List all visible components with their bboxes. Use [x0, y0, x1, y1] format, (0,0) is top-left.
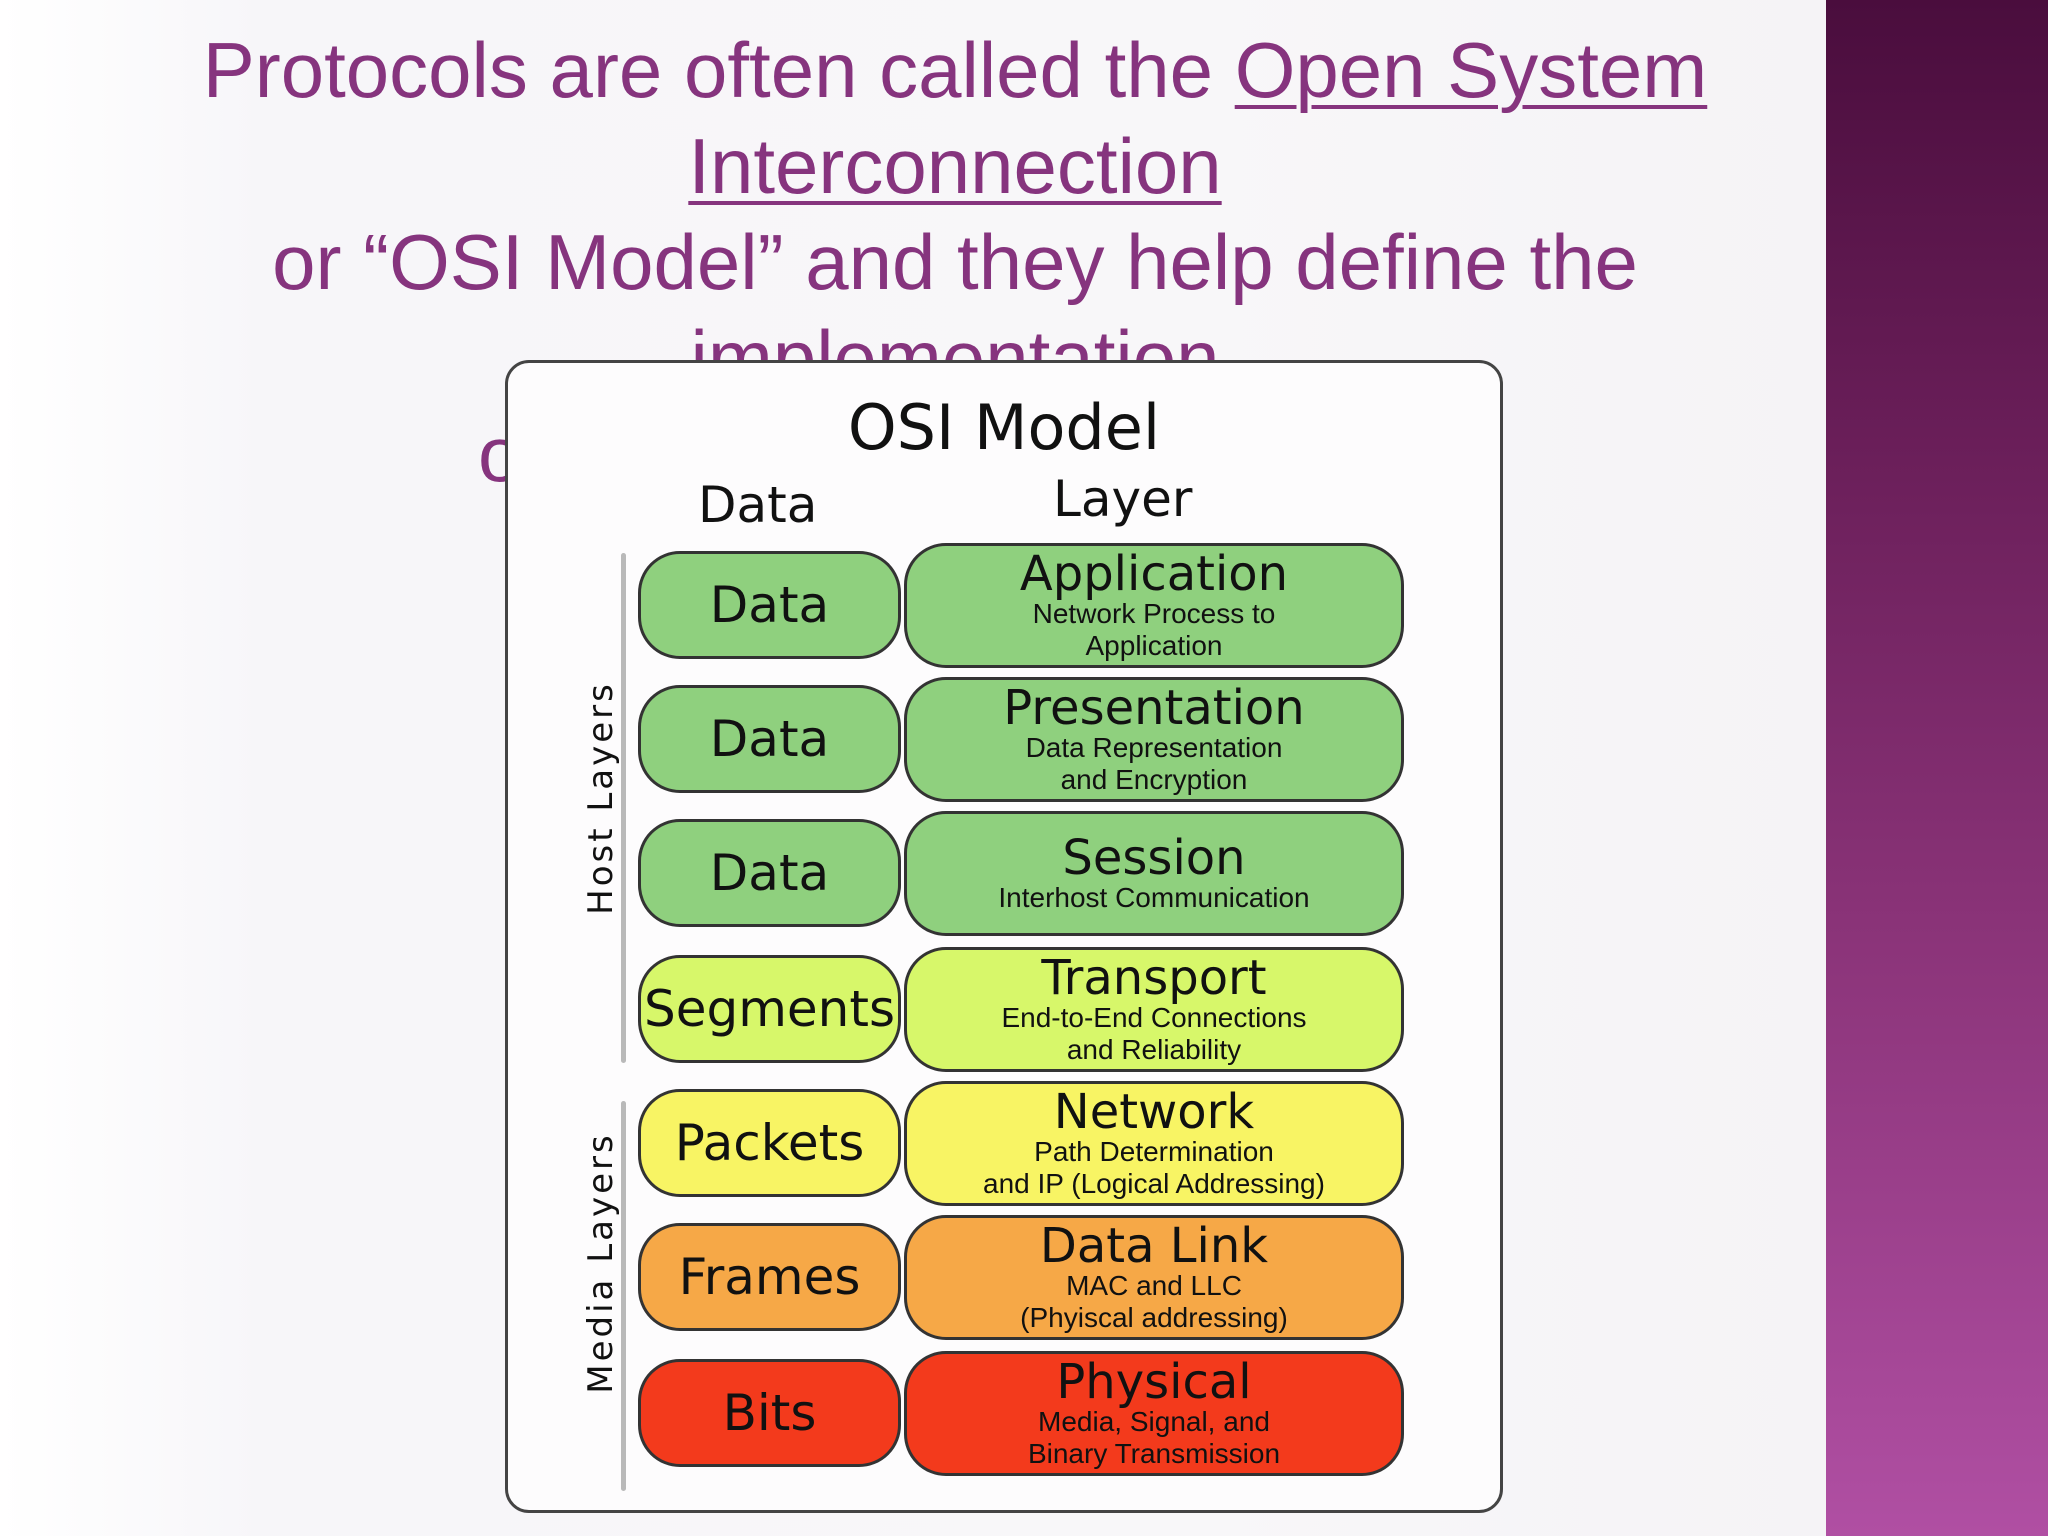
title-text-1: Protocols are often called the: [202, 26, 1235, 114]
pdu-cell: Bits: [638, 1359, 901, 1467]
layer-description-line-1: Data Representation: [1025, 731, 1283, 763]
osi-link-2[interactable]: Interconnection: [688, 122, 1222, 210]
layer-description-line-2: and IP (Logical Addressing): [983, 1167, 1325, 1199]
layer-name: Physical: [1056, 1353, 1252, 1410]
pdu-cell: Data: [638, 685, 901, 793]
layer-description-line-2: and Reliability: [1066, 1033, 1242, 1065]
column-header-layer: Layer: [1053, 470, 1193, 528]
layer-name: Session: [1062, 829, 1246, 886]
layer-name: Application: [1019, 545, 1289, 602]
pdu-cell: Data: [638, 819, 901, 927]
pdu-cell: Packets: [638, 1089, 901, 1197]
title-line-1: Protocols are often called the Open Syst…: [90, 22, 1820, 118]
layer-description-line-2: (Phyiscal addressing): [1020, 1301, 1288, 1333]
layer-description-line-1: Media, Signal, and: [1038, 1405, 1270, 1437]
pdu-cell: Frames: [638, 1223, 901, 1331]
diagram-title: OSI Model: [847, 391, 1161, 464]
media-layers-label: Media Layers: [581, 1132, 621, 1394]
decorative-sidebar: [1826, 0, 2048, 1536]
layer-name: Transport: [1041, 949, 1267, 1006]
layer-description-line-1: Network Process to: [1032, 597, 1276, 629]
layer-name: Network: [1053, 1083, 1255, 1140]
layer-description-line-1: Interhost Communication: [998, 881, 1310, 913]
host-layers-bracket: [621, 553, 626, 1063]
host-layers-label: Host Layers: [581, 681, 621, 915]
media-layers-bracket: [621, 1101, 626, 1491]
layer-description-line-1: End-to-End Connections: [1001, 1001, 1307, 1033]
layer-name: Presentation: [1003, 679, 1305, 736]
title-line-2: Interconnection: [90, 118, 1820, 214]
layer-description-line-2: and Encryption: [1060, 763, 1248, 795]
layer-description-line-2: Binary Transmission: [1027, 1437, 1281, 1469]
layer-description-line-1: MAC and LLC: [1066, 1269, 1242, 1301]
layer-description-line-2: Application: [1085, 629, 1223, 661]
osi-model-diagram: OSI Model Data Layer Host Layers Media L…: [505, 360, 1503, 1513]
layer-name: Data Link: [1039, 1217, 1269, 1274]
osi-link-1[interactable]: Open System: [1234, 26, 1708, 114]
layer-description-line-1: Path Determination: [1034, 1135, 1274, 1167]
pdu-cell: Segments: [638, 955, 901, 1063]
column-header-data: Data: [698, 476, 818, 534]
title-line-3: or “OSI Model” and they help define the: [272, 218, 1638, 306]
pdu-cell: Data: [638, 551, 901, 659]
